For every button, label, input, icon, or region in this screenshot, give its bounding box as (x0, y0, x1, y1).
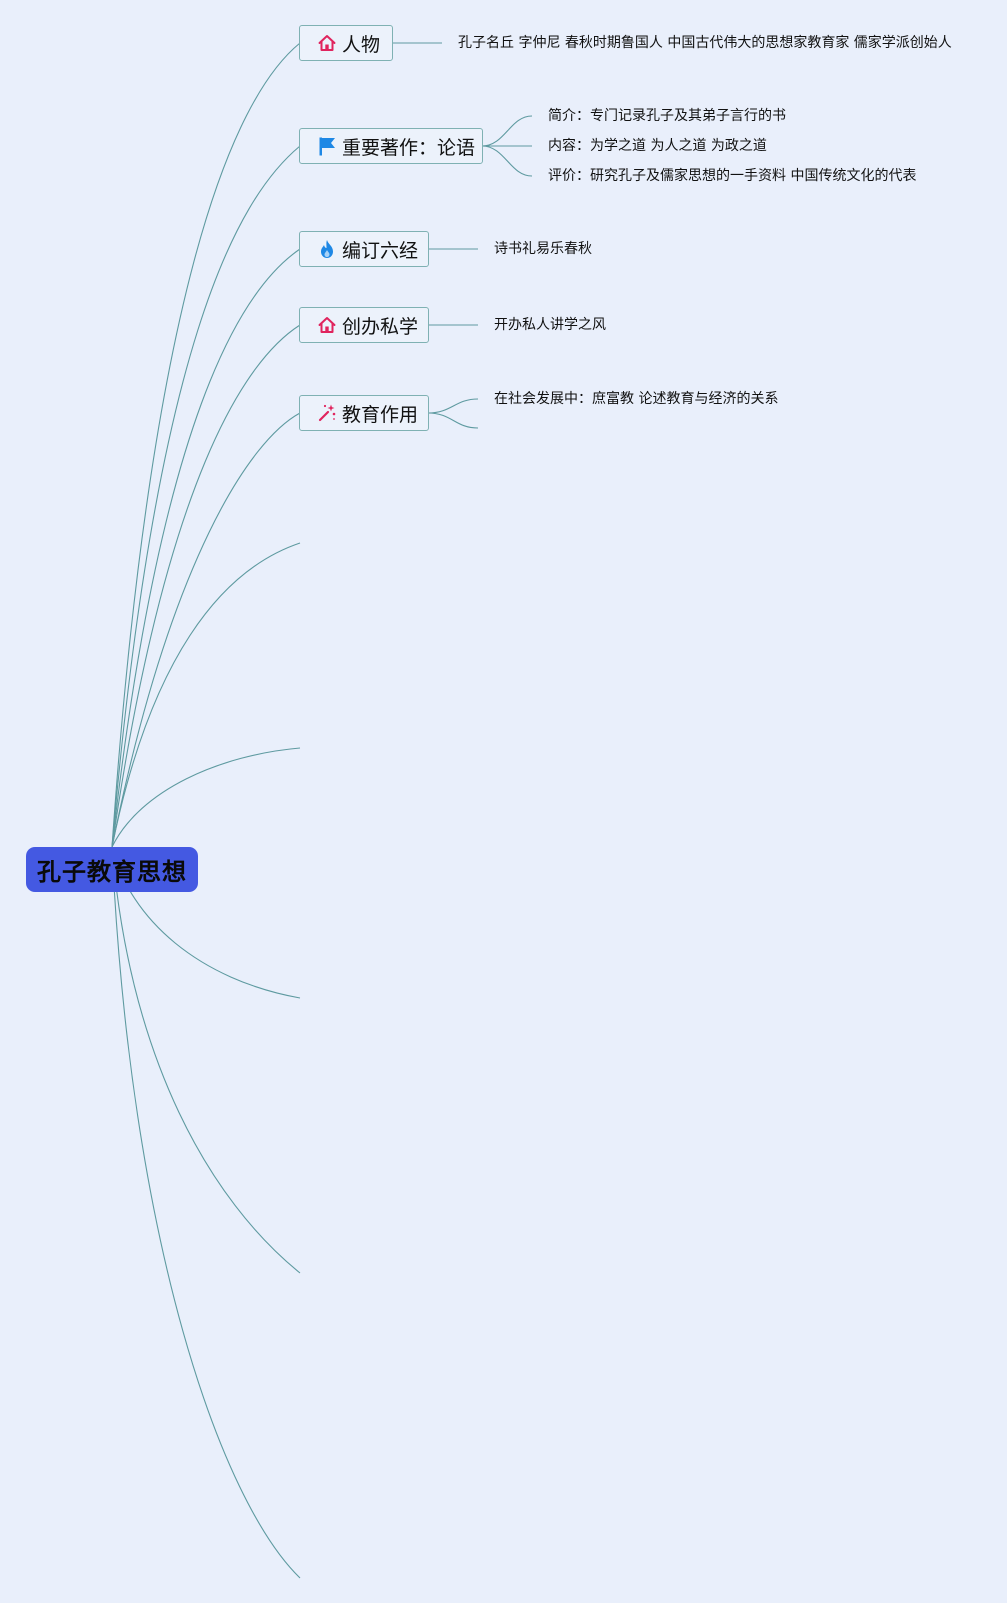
magic-wand-icon (316, 402, 338, 424)
topic-label: 人物 (342, 33, 381, 56)
branch-line-liujing (111, 248, 301, 848)
topic-lunyu[interactable]: 重要著作：论语 (299, 128, 483, 164)
branch-line-sixue (111, 324, 301, 848)
branch-line-renwu (111, 42, 301, 848)
flag-icon (316, 135, 338, 157)
branch-line-empty-1 (111, 542, 301, 848)
leaf-renwu-1[interactable]: 孔子名丘 字仲尼 春秋时期鲁国人 中国古代伟大的思想家教育家 儒家学派创始人 (458, 35, 952, 51)
topic-liujing[interactable]: 编订六经 (299, 231, 429, 267)
topic-zuoyong[interactable]: 教育作用 (299, 395, 429, 431)
leaf-line-zuoyong-2 (427, 412, 479, 429)
leaf-lunyu-2[interactable]: 内容：为学之道 为人之道 为政之道 (548, 138, 767, 154)
topic-label: 教育作用 (342, 403, 419, 426)
leaf-sixue-1[interactable]: 开办私人讲学之风 (494, 317, 606, 333)
leaf-zuoyong-1[interactable]: 在社会发展中：庶富教 论述教育与经济的关系 (494, 391, 779, 407)
topic-label: 编订六经 (342, 239, 419, 262)
branch-line-empty-5 (111, 846, 301, 1579)
house-icon (316, 314, 338, 336)
root-label: 孔子教育思想 (37, 858, 187, 886)
root-node[interactable]: 孔子教育思想 (26, 847, 198, 892)
leaf-lunyu-3[interactable]: 评价：研究孔子及儒家思想的一手资料 中国传统文化的代表 (548, 168, 917, 184)
leaf-line-lunyu-1 (481, 115, 533, 147)
leaf-liujing-1[interactable]: 诗书礼易乐春秋 (494, 241, 592, 257)
leaf-line-lunyu-3 (481, 145, 533, 177)
topic-label: 创办私学 (342, 315, 419, 338)
topic-sixue[interactable]: 创办私学 (299, 307, 429, 343)
branch-line-zuoyong (111, 412, 301, 848)
leaf-lunyu-1[interactable]: 简介：专门记录孔子及其弟子言行的书 (548, 108, 786, 124)
topic-label: 重要著作：论语 (342, 136, 476, 159)
branch-line-empty-4 (111, 846, 301, 1274)
branch-line-lunyu (111, 145, 301, 848)
topic-renwu[interactable]: 人物 (299, 25, 393, 61)
branch-line-empty-2 (111, 747, 301, 848)
leaf-line-zuoyong-1 (427, 398, 479, 414)
house-icon (316, 32, 338, 54)
flame-icon (316, 238, 338, 260)
